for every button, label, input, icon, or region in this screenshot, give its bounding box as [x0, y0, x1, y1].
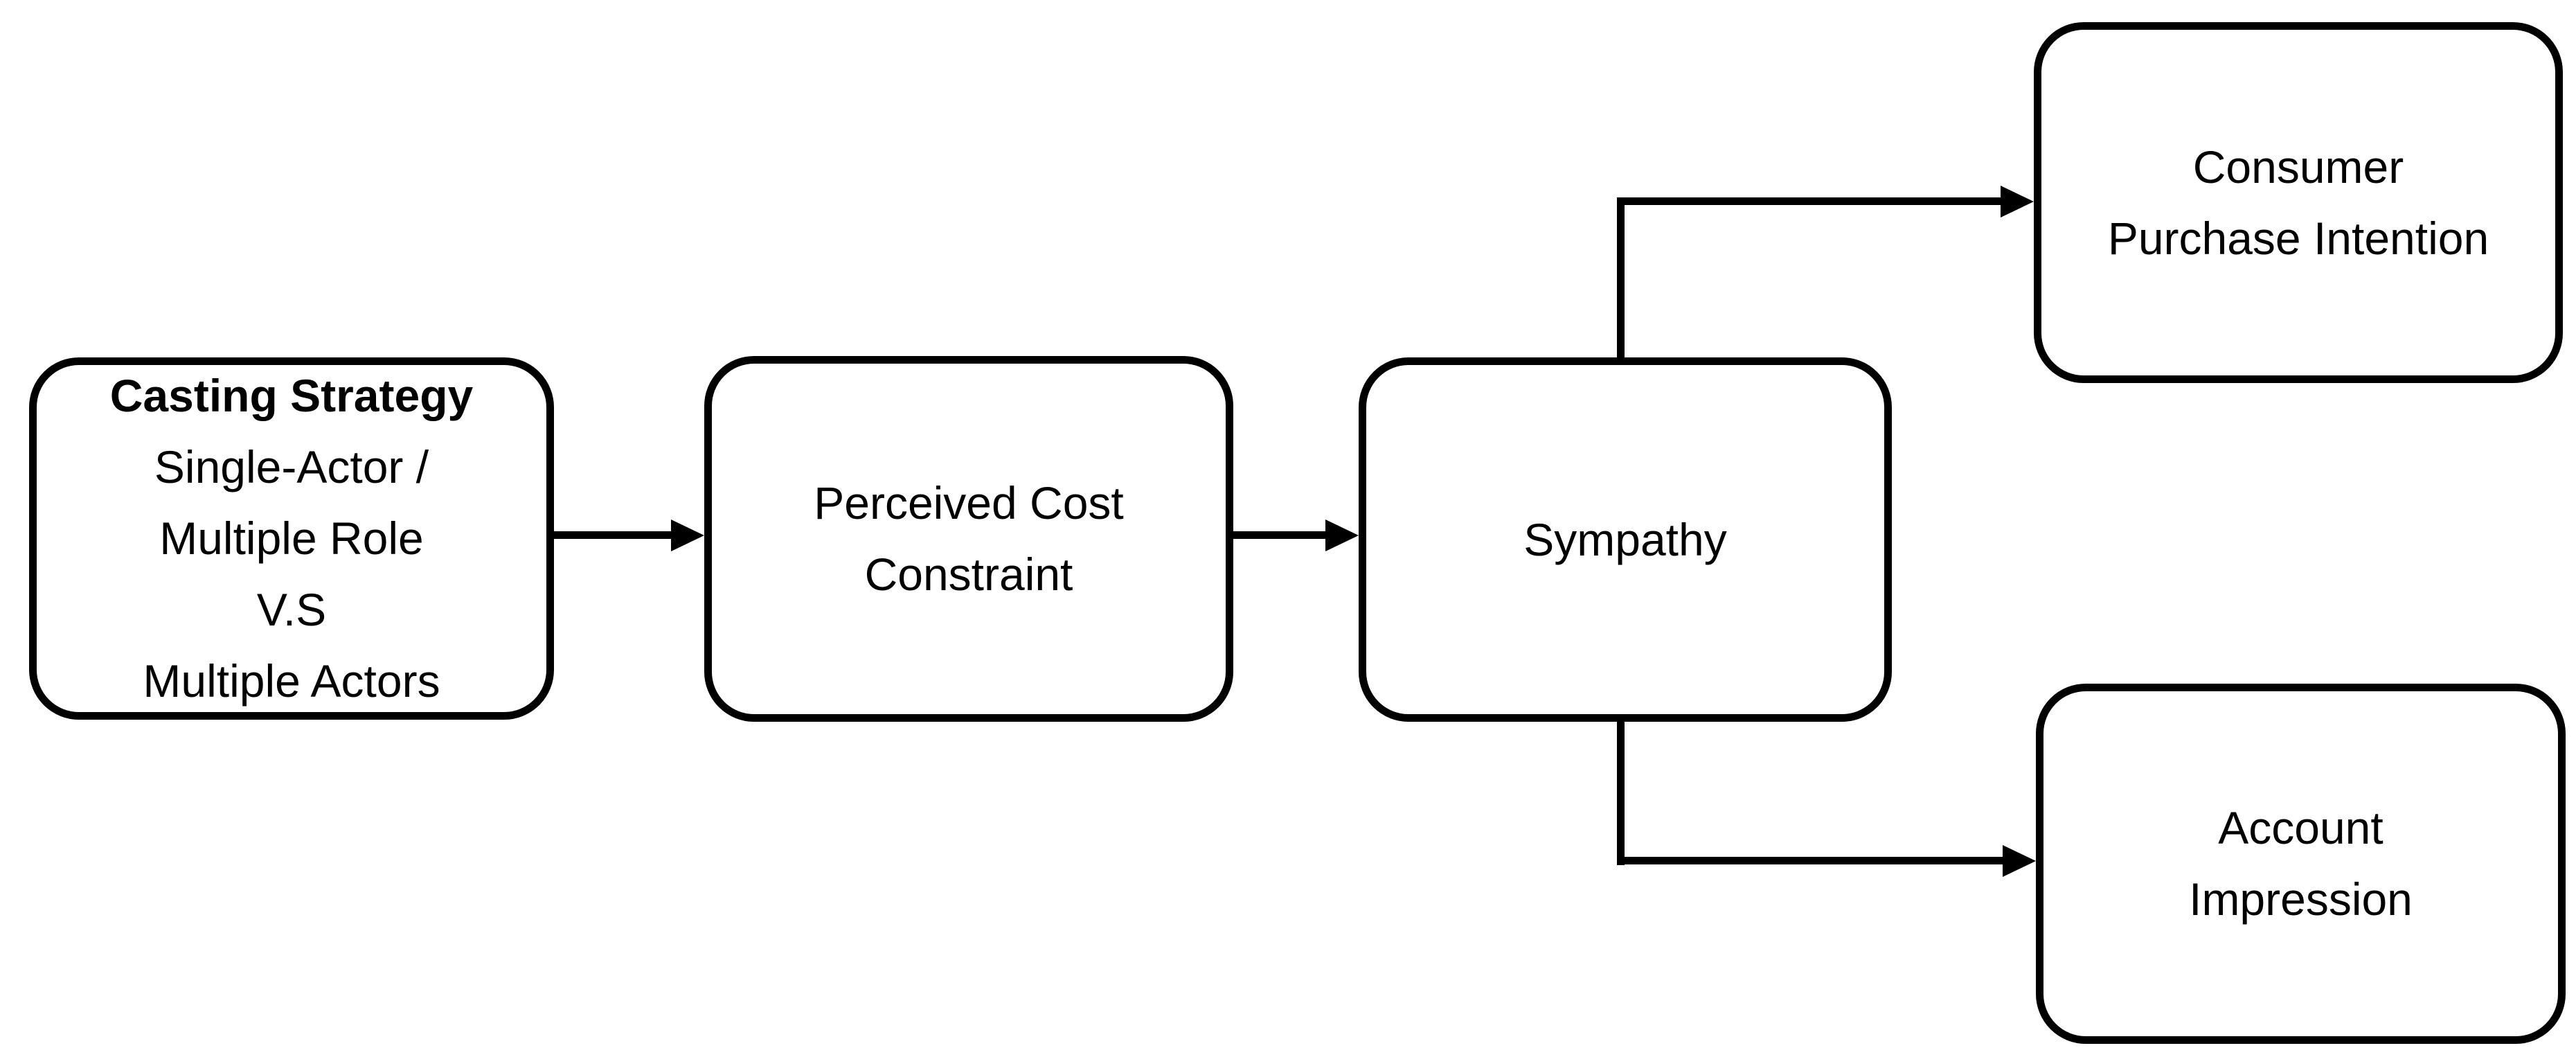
node-account-impression-line: Impression	[2189, 873, 2413, 925]
node-casting-strategy-line: Multiple Role	[159, 513, 424, 564]
edge-sympathy-to-purchase-vertical-segment	[1617, 197, 1625, 357]
edge-casting-to-cost-arrowhead-icon	[671, 519, 704, 551]
edge-casting-to-cost-line	[554, 531, 675, 539]
edge-sympathy-to-account-vertical-segment	[1617, 722, 1625, 865]
edge-sympathy-to-purchase-arrowhead-icon	[2001, 186, 2034, 217]
edge-cost-to-sympathy-line	[1233, 531, 1330, 539]
node-account-impression-line: Account	[2218, 802, 2383, 853]
node-sympathy-line: Sympathy	[1523, 513, 1727, 565]
node-casting-strategy-line: Single-Actor /	[154, 441, 429, 492]
node-perceived-cost-constraint-line: Constraint	[864, 549, 1073, 600]
node-sympathy: Sympathy	[1359, 357, 1892, 722]
node-casting-strategy-title: Casting Strategy	[109, 370, 474, 421]
node-consumer-purchase-intention: Consumer Purchase Intention	[2034, 22, 2563, 383]
edge-sympathy-to-account-arrowhead-icon	[2003, 845, 2036, 877]
node-account-impression: Account Impression	[2036, 684, 2566, 1044]
node-consumer-purchase-intention-line: Purchase Intention	[2107, 212, 2489, 264]
node-casting-strategy-line: Multiple Actors	[143, 655, 440, 707]
node-perceived-cost-constraint-line: Perceived Cost	[814, 477, 1124, 529]
node-perceived-cost-constraint: Perceived Cost Constraint	[704, 356, 1233, 722]
edge-sympathy-to-purchase-horizontal-segment	[1617, 197, 2002, 205]
edge-sympathy-to-account-horizontal-segment	[1617, 857, 2004, 864]
node-casting-strategy-line: V.S	[256, 584, 327, 635]
node-casting-strategy: Casting Strategy Single-Actor / Multiple…	[29, 357, 554, 720]
edge-cost-to-sympathy-arrowhead-icon	[1325, 519, 1359, 551]
node-consumer-purchase-intention-line: Consumer	[2192, 141, 2404, 193]
